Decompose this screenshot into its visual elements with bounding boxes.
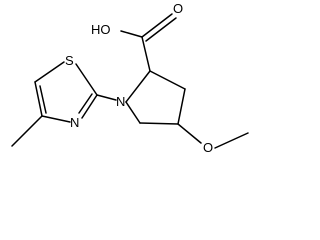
atom-label-thiazole-nitrogen: N [70,115,79,130]
chemical-structure: HO O S N N O [11,1,249,155]
bond-c4-c5 [139,122,179,125]
bond-c4-omethoxy [177,123,202,144]
bond-n3-c2-1 [81,94,98,119]
bond-cooh-c2 [141,36,151,72]
bond-n3-c2-2 [78,93,93,114]
atom-label-sulfur: S [65,53,74,68]
bonds [11,13,249,149]
atom-label-carbonyl-oxygen: O [173,1,183,16]
bond-omethoxy-ch3 [214,132,249,149]
bond-c3-c4 [177,88,186,125]
atom-label-methoxy-oxygen: O [203,140,213,155]
atom-label-pyrrolidine-nitrogen: N [116,94,125,109]
atom-label-hydroxyl-oxygen: HO [91,22,111,37]
bond-c-ocarbonyl-2 [145,17,177,42]
bond-n-c2 [125,70,151,103]
bond-n-c2thiazole [96,94,117,101]
bond-c5-c4-2 [39,85,47,114]
bond-c2-s [75,63,98,96]
bond-c5-n [125,101,141,124]
bond-c4-methyl [11,115,43,147]
bond-s-c5 [34,61,65,83]
bond-c-ohydroxyl [120,30,143,38]
bond-c-ocarbonyl-1 [141,13,173,38]
bond-c2-c3 [149,70,186,90]
bond-c4-n3 [41,115,71,123]
bond-c5-c4-1 [34,81,43,117]
atom-labels: HO O S N N O [65,1,213,155]
